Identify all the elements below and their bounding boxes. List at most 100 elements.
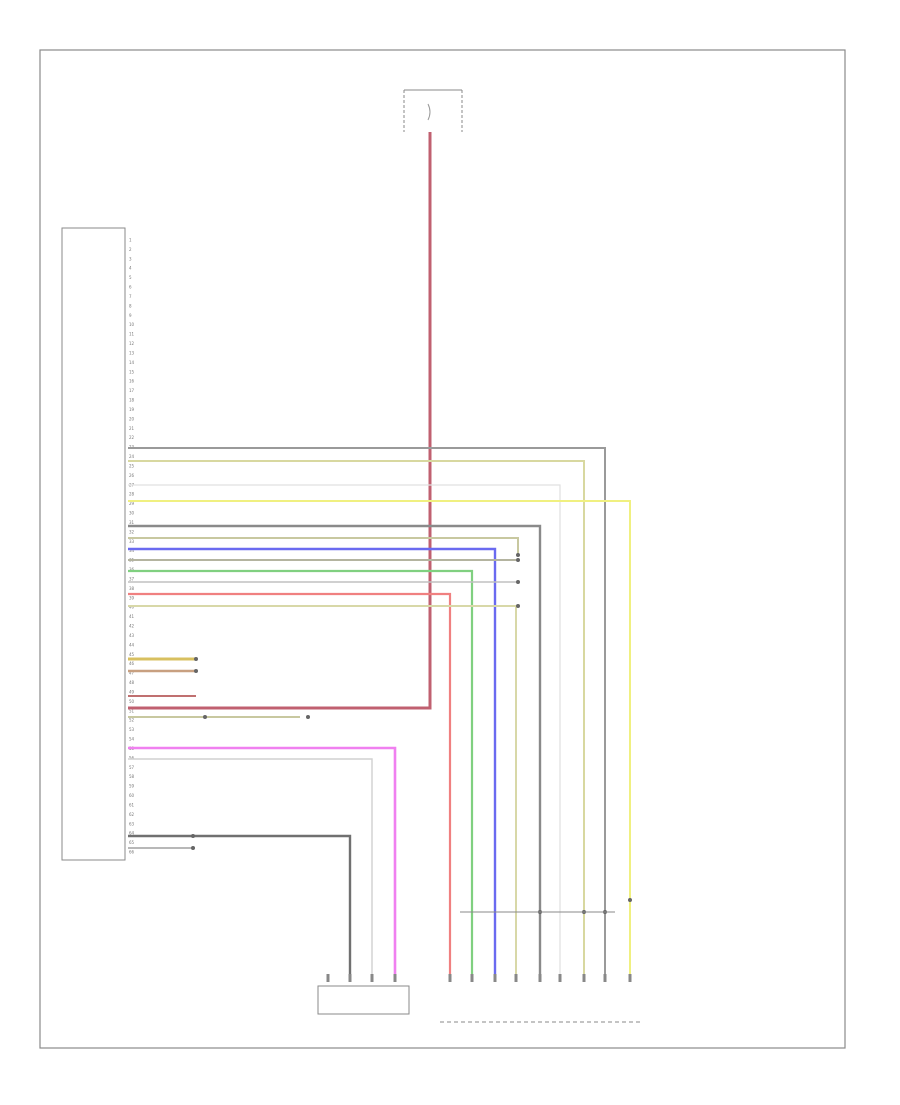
bottom-right-connector-pin-1	[448, 974, 452, 982]
module-pin-number: 42	[129, 624, 135, 629]
module-pin-number: 10	[129, 322, 135, 327]
module-pin-number: 20	[129, 416, 135, 421]
module-pin-number: 36	[129, 567, 135, 572]
module-pin-number: 65	[129, 840, 135, 845]
splice-dot	[191, 846, 195, 850]
wire-w2	[128, 460, 585, 980]
module-pin-labels: 1234567891011121314151617181920212223242…	[129, 238, 135, 855]
wires	[128, 132, 632, 982]
module-pin-number: 45	[129, 652, 135, 657]
bottom-left-connector-pin-4	[393, 974, 397, 982]
module-pin-number: 30	[129, 511, 135, 516]
wire-w17	[128, 746, 397, 980]
module-pin-number: 63	[129, 821, 135, 826]
splice-dot	[516, 558, 520, 562]
left-control-module	[61, 227, 126, 861]
wire-w9	[128, 569, 474, 980]
wire-w6	[128, 537, 519, 555]
wire-fuse_wire	[128, 132, 432, 710]
module-pin-number: 9	[129, 313, 132, 318]
module-pin-number: 6	[129, 285, 132, 290]
module-pin-number: 64	[129, 831, 135, 836]
splice-dot	[516, 604, 520, 608]
module-pin-number: 44	[129, 642, 135, 647]
module-pin-number: 19	[129, 407, 135, 412]
bottom-left-module	[317, 985, 410, 1015]
module-pin-number: 17	[129, 388, 135, 393]
module-pin-number: 53	[129, 727, 135, 732]
module-pin-number: 34	[129, 548, 135, 553]
module-pin-number: 40	[129, 605, 135, 610]
bottom-left-connector-pin-1	[326, 974, 330, 982]
fuse-symbol	[427, 103, 431, 121]
bottom-left-connector-pin-2	[348, 974, 352, 982]
wire-w7	[128, 547, 497, 980]
bottom-right-connector-pin-9	[628, 974, 632, 982]
fuse-box	[403, 89, 463, 132]
bottom-right-connector-pin-8	[603, 974, 607, 982]
module-pin-number: 2	[129, 247, 132, 252]
module-pin-number: 50	[129, 699, 135, 704]
module-pin-number: 15	[129, 369, 135, 374]
bottom-right-connector-pin-6	[558, 974, 562, 982]
module-pin-number: 7	[129, 294, 132, 299]
module-pin-number: 13	[129, 351, 135, 356]
module-pin-number: 54	[129, 737, 135, 742]
module-pin-number: 38	[129, 586, 135, 591]
module-pin-number: 62	[129, 812, 135, 817]
module-pin-number: 22	[129, 435, 135, 440]
module-pin-number: 41	[129, 614, 135, 619]
module-pin-number: 59	[129, 784, 135, 789]
splice-dot	[203, 715, 207, 719]
wire-w19	[128, 834, 352, 980]
module-pin-number: 39	[129, 595, 135, 600]
bottom-right-connector-pin-7	[582, 974, 586, 982]
module-pin-number: 52	[129, 718, 135, 723]
module-pin-number: 60	[129, 793, 135, 798]
wire-w11	[128, 592, 452, 980]
bottom-right-connector-pin-5	[538, 974, 542, 982]
module-pin-number: 48	[129, 680, 135, 685]
module-pin-number: 12	[129, 341, 135, 346]
module-pin-number: 51	[129, 708, 135, 713]
module-pin-number: 14	[129, 360, 135, 365]
module-pin-number: 29	[129, 501, 135, 506]
module-pin-number: 33	[129, 539, 135, 544]
module-pin-number: 3	[129, 256, 132, 261]
module-pin-number: 16	[129, 379, 135, 384]
wire-w5	[128, 524, 542, 980]
module-pin-number: 18	[129, 398, 135, 403]
splice-dot	[516, 580, 520, 584]
diagram-frame	[39, 49, 846, 1049]
module-pin-number: 5	[129, 275, 132, 280]
module-pin-number: 56	[129, 755, 135, 760]
module-pin-number: 28	[129, 492, 135, 497]
module-pin-number: 8	[129, 303, 132, 308]
module-pin-number: 25	[129, 464, 135, 469]
bottom-right-connector-pin-3	[493, 974, 497, 982]
module-pin-number: 47	[129, 671, 135, 676]
wire-w12	[128, 605, 517, 980]
wire-w18	[128, 758, 373, 980]
splice-dot	[191, 834, 195, 838]
wire-w3	[128, 484, 561, 980]
module-pin-number: 43	[129, 633, 135, 638]
module-pin-number: 4	[129, 266, 132, 271]
splice-dot	[516, 553, 520, 557]
bottom-right-connector-pin-4	[514, 974, 518, 982]
module-pin-number: 24	[129, 454, 135, 459]
splice-dot	[306, 715, 310, 719]
module-pin-number: 32	[129, 529, 135, 534]
module-pin-number: 57	[129, 765, 135, 770]
module-pin-number: 31	[129, 520, 135, 525]
wire-w1	[128, 447, 606, 980]
module-pin-number: 11	[129, 332, 135, 337]
module-pin-number: 61	[129, 802, 135, 807]
splice-dot	[194, 669, 198, 673]
wire-w4	[128, 500, 631, 980]
bottom-right-connector-pin-2	[470, 974, 474, 982]
module-pin-number: 58	[129, 774, 135, 779]
module-pin-number: 26	[129, 473, 135, 478]
